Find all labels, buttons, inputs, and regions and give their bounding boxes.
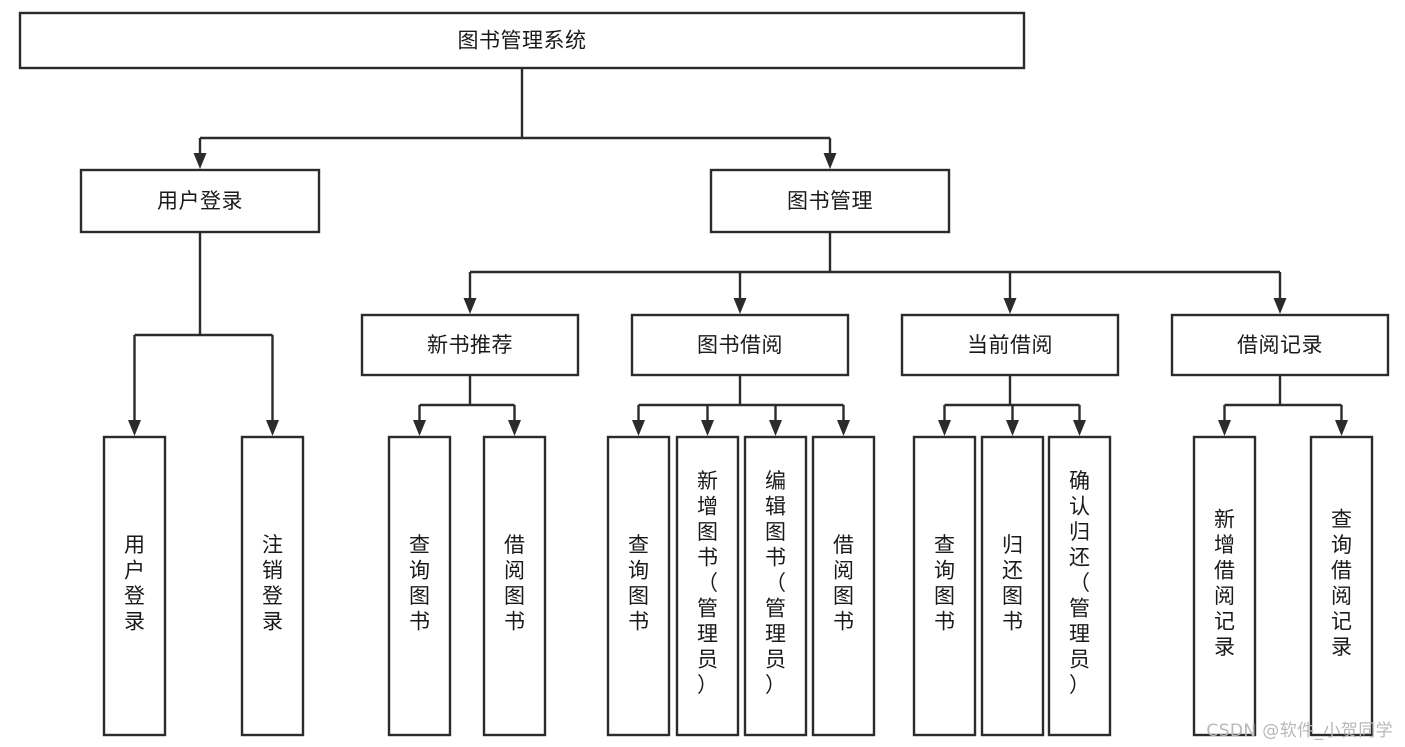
node-label: 归还图书 (1002, 533, 1023, 634)
node-label: 借阅图书 (504, 533, 525, 634)
node-label: 编辑图书（管理员） (765, 469, 786, 697)
node-leaf-user-login[interactable]: 用户登录 (102, 435, 167, 737)
arrow-head-icon (1073, 420, 1086, 436)
arrow-head-icon (733, 298, 747, 314)
node-current-borrow[interactable]: 当前借阅 (900, 313, 1120, 377)
node-label: 查询图书 (628, 533, 649, 634)
arrow-head-icon (128, 420, 141, 436)
node-user-login[interactable]: 用户登录 (79, 168, 321, 234)
node-box[interactable] (1170, 313, 1390, 377)
arrow-head-icon (508, 420, 521, 436)
node-leaf-query-book-2[interactable]: 查询图书 (606, 435, 671, 737)
node-label: 图书管理系统 (458, 29, 587, 53)
node-box[interactable] (811, 435, 876, 737)
node-leaf-return-book[interactable]: 归还图书 (980, 435, 1045, 737)
node-box[interactable] (743, 435, 808, 737)
node-box[interactable] (900, 313, 1120, 377)
node-book-manage[interactable]: 图书管理 (709, 168, 951, 234)
node-box[interactable] (630, 313, 850, 377)
node-box[interactable] (102, 435, 167, 737)
node-label: 图书管理 (787, 189, 873, 213)
node-box[interactable] (980, 435, 1045, 737)
arrow-head-icon (837, 420, 850, 436)
node-box[interactable] (709, 168, 951, 234)
node-label: 新书推荐 (427, 333, 513, 357)
node-label: 借阅记录 (1237, 333, 1323, 357)
node-box[interactable] (1309, 435, 1374, 737)
node-leaf-query-record[interactable]: 查询借阅记录 (1309, 435, 1374, 737)
node-label: 查询借阅记录 (1331, 507, 1352, 659)
node-label: 用户登录 (124, 533, 145, 634)
arrow-head-icon (701, 420, 714, 436)
arrow-head-icon (1335, 420, 1348, 436)
node-leaf-add-book[interactable]: 新增图书（管理员） (675, 435, 740, 737)
arrow-head-icon (938, 420, 951, 436)
node-box[interactable] (240, 435, 305, 737)
arrow-head-icon (463, 298, 477, 314)
node-box[interactable] (1047, 435, 1112, 737)
arrow-head-icon (1218, 420, 1231, 436)
arrow-head-icon (1003, 298, 1017, 314)
node-box[interactable] (79, 168, 321, 234)
node-leaf-add-record[interactable]: 新增借阅记录 (1192, 435, 1257, 737)
node-layer: 图书管理系统用户登录图书管理新书推荐图书借阅当前借阅借阅记录用户登录注销登录查询… (18, 11, 1390, 737)
node-book-borrow[interactable]: 图书借阅 (630, 313, 850, 377)
node-label: 借阅图书 (833, 533, 854, 634)
node-box[interactable] (18, 11, 1026, 70)
arrow-head-icon (1273, 298, 1287, 314)
node-box[interactable] (675, 435, 740, 737)
node-box[interactable] (1192, 435, 1257, 737)
node-new-book-rec[interactable]: 新书推荐 (360, 313, 580, 377)
node-label: 用户登录 (157, 189, 243, 213)
node-box[interactable] (482, 435, 547, 737)
node-leaf-borrow-book-2[interactable]: 借阅图书 (811, 435, 876, 737)
node-box[interactable] (387, 435, 452, 737)
node-leaf-edit-book[interactable]: 编辑图书（管理员） (743, 435, 808, 737)
arrow-head-icon (193, 153, 207, 169)
arrow-head-icon (1006, 420, 1019, 436)
node-box[interactable] (360, 313, 580, 377)
node-label: 新增借阅记录 (1214, 507, 1235, 659)
node-label: 确认归还（管理员） (1069, 469, 1090, 697)
node-leaf-confirm-return[interactable]: 确认归还（管理员） (1047, 435, 1112, 737)
node-leaf-query-book-1[interactable]: 查询图书 (387, 435, 452, 737)
node-leaf-query-book-3[interactable]: 查询图书 (912, 435, 977, 737)
arrow-head-icon (823, 153, 837, 169)
node-box[interactable] (606, 435, 671, 737)
node-leaf-borrow-book-1[interactable]: 借阅图书 (482, 435, 547, 737)
arrow-head-icon (266, 420, 279, 436)
arrow-head-icon (769, 420, 782, 436)
arrow-head-icon (632, 420, 645, 436)
arrow-head-icon (413, 420, 426, 436)
node-label: 查询图书 (409, 533, 430, 634)
node-box[interactable] (912, 435, 977, 737)
node-leaf-logout[interactable]: 注销登录 (240, 435, 305, 737)
connector-layer (128, 68, 1348, 436)
node-label: 图书借阅 (697, 333, 783, 357)
node-label: 新增图书（管理员） (697, 469, 718, 697)
node-label: 注销登录 (262, 533, 283, 634)
node-label: 当前借阅 (967, 333, 1053, 357)
node-borrow-record[interactable]: 借阅记录 (1170, 313, 1390, 377)
node-label: 查询图书 (934, 533, 955, 634)
node-root[interactable]: 图书管理系统 (18, 11, 1026, 70)
